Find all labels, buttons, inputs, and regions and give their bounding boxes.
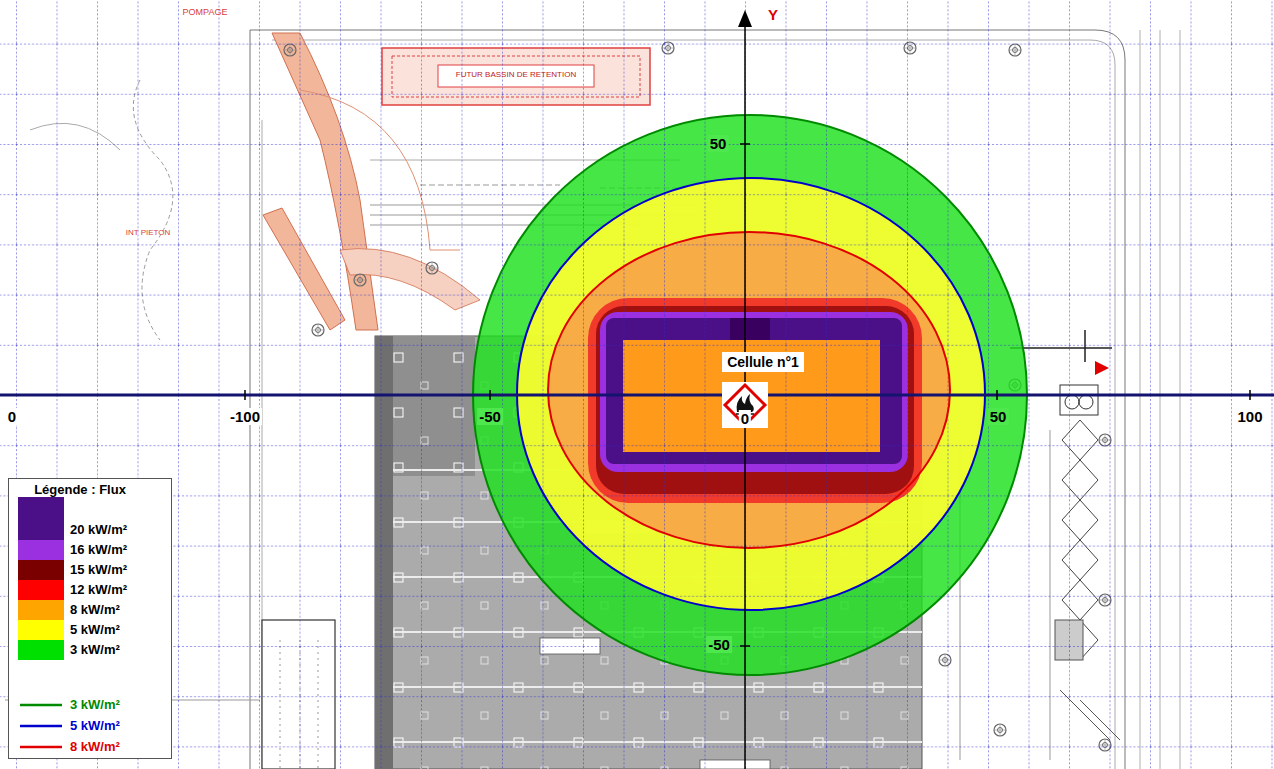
legend-text: 20 kW/m² [70, 522, 127, 540]
plan-note: FUTUR BASSIN DE RETENTION [456, 70, 576, 79]
legend-swatch [18, 540, 64, 560]
legend-entry: 8 kW/m² [18, 737, 120, 757]
legend-entry: 20 kW/m² [18, 497, 127, 540]
legend-text: 3 kW/m² [70, 697, 120, 713]
axis-tick-label: -100 [228, 408, 262, 425]
legend-swatch [18, 560, 64, 580]
legend-line-sample [18, 737, 64, 757]
plan-note: POMPAGE [183, 7, 228, 17]
legend-entry: 3 kW/m² [18, 640, 120, 660]
legend-text: 5 kW/m² [70, 718, 120, 734]
axis-tick-label: 100 [1235, 408, 1264, 425]
axis-tick-label: 50 [708, 135, 729, 152]
legend-entry: 15 kW/m² [18, 560, 127, 580]
legend-entry: 3 kW/m² [18, 695, 120, 715]
axis-tick-label: -50 [477, 408, 503, 425]
legend-text: 3 kW/m² [70, 642, 120, 660]
legend-entry: 16 kW/m² [18, 540, 127, 560]
legend-text: 8 kW/m² [70, 739, 120, 755]
axis-tick-label: 50 [988, 408, 1009, 425]
legend-swatch [18, 640, 64, 660]
legend-swatch [18, 620, 64, 640]
legend-text: 12 kW/m² [70, 582, 127, 600]
legend-line-sample [18, 716, 64, 736]
legend-text: 15 kW/m² [70, 562, 127, 580]
axis-name: Y [768, 6, 778, 23]
legend-swatch [18, 497, 64, 540]
axis-tick-label: -50 [706, 636, 732, 653]
legend-title: Légende : Flux [32, 483, 128, 498]
legend-text: 16 kW/m² [70, 542, 127, 560]
cell-name: Cellule n°1 [727, 354, 799, 370]
legend-entry: 5 kW/m² [18, 716, 120, 736]
legend-line-sample [18, 695, 64, 715]
plan-note: INT PIETON [126, 228, 171, 237]
axis-tick-label: 0 [6, 408, 18, 425]
legend-entry: 5 kW/m² [18, 620, 120, 640]
legend-entry: 8 kW/m² [18, 600, 120, 620]
axis-tick-label: 0 [739, 410, 751, 427]
legend-text: 5 kW/m² [70, 622, 120, 640]
legend-text: 8 kW/m² [70, 602, 120, 620]
legend-swatch [18, 580, 64, 600]
legend-swatch [18, 600, 64, 620]
legend-entry: 12 kW/m² [18, 580, 127, 600]
cell-label: Cellule n°1 [722, 352, 804, 372]
